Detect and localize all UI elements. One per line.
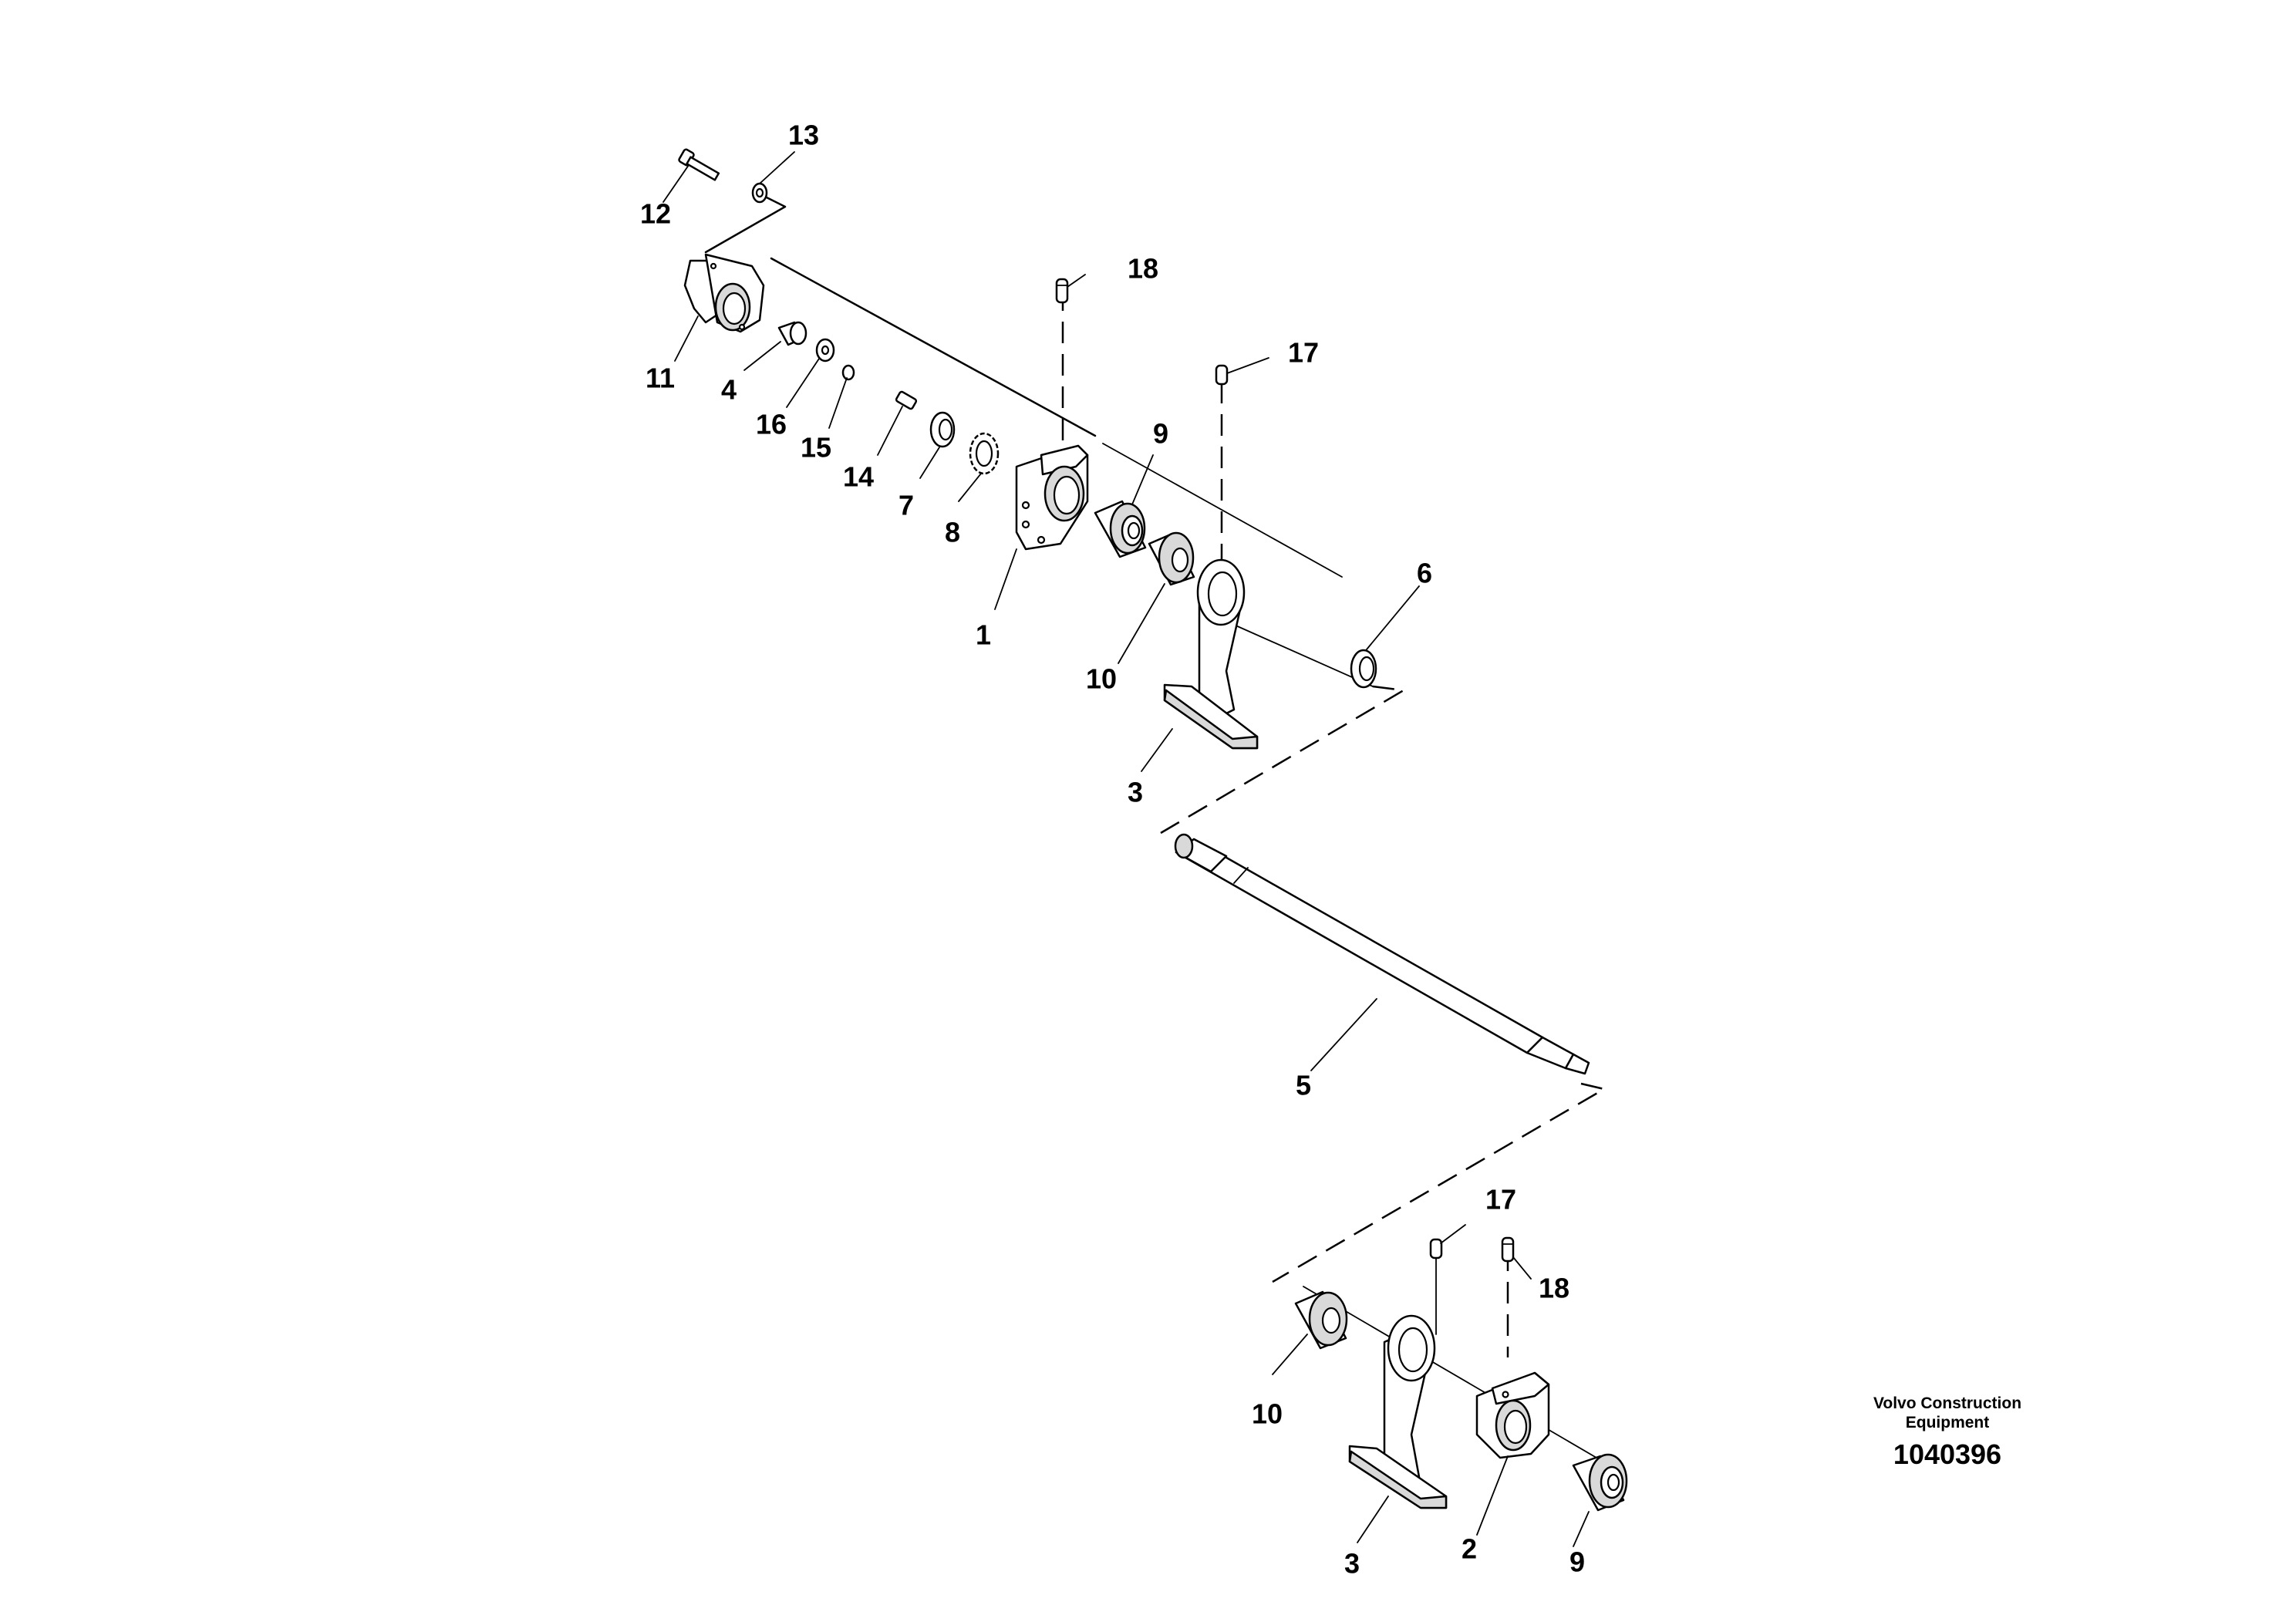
- part-6-ring: [1350, 649, 1377, 689]
- part-14-screw: [895, 390, 918, 410]
- callout-17-bottom: 17: [1485, 1184, 1516, 1216]
- callout-15: 15: [801, 432, 831, 464]
- callout-3-top: 3: [1128, 777, 1143, 808]
- callout-18-top: 18: [1128, 253, 1158, 285]
- callout-2: 2: [1462, 1533, 1477, 1565]
- callout-6: 6: [1417, 558, 1432, 589]
- part-3-lever-bottom: [1348, 1314, 1448, 1509]
- part-3-lever-top: [1163, 558, 1259, 750]
- part-10-bearing-top: [1148, 531, 1195, 586]
- part-18-pin-bottom: [1501, 1236, 1515, 1263]
- callout-9-bottom: 9: [1569, 1546, 1585, 1578]
- part-9-bearing-top: [1094, 500, 1147, 558]
- drawing-number: 1040396: [1893, 1438, 2001, 1470]
- part-13-washer: [751, 182, 768, 204]
- callout-11: 11: [646, 363, 675, 394]
- part-5-shaft: [1174, 833, 1590, 1075]
- part-4-bushing: [777, 321, 807, 346]
- part-12-bolt: [678, 148, 720, 181]
- callout-10-bottom: 10: [1252, 1398, 1283, 1430]
- callout-3-bottom: 3: [1344, 1548, 1360, 1580]
- callout-7: 7: [899, 490, 914, 521]
- callout-12: 12: [640, 198, 671, 230]
- part-2-bracket: [1475, 1371, 1550, 1459]
- callout-10-top: 10: [1086, 663, 1117, 695]
- assembly-center-lines: [704, 190, 1607, 1458]
- callout-4: 4: [721, 374, 737, 406]
- part-18-pin-top: [1055, 278, 1069, 304]
- callout-9-top: 9: [1153, 418, 1168, 450]
- part-17-pin-top: [1215, 364, 1229, 386]
- part-1-bracket: [1015, 444, 1089, 551]
- part-15-lock-washer: [841, 364, 855, 381]
- part-10-bearing-bottom: [1294, 1290, 1348, 1350]
- callout-1: 1: [976, 619, 991, 651]
- part-17-pin-bottom: [1429, 1238, 1443, 1259]
- part-16-washer: [815, 338, 835, 363]
- part-8-circlip: [969, 432, 1000, 475]
- part-11-housing: [683, 253, 765, 333]
- manufacturer-line-1: Volvo Construction: [1873, 1394, 2021, 1412]
- part-7-ring: [929, 411, 956, 448]
- callout-14: 14: [843, 461, 874, 493]
- manufacturer-line-2: Equipment: [1906, 1414, 1990, 1431]
- drawing-footer: Volvo Construction Equipment 1040396: [1873, 1394, 2021, 1470]
- callout-8: 8: [945, 517, 960, 548]
- callout-18-bottom: 18: [1539, 1273, 1569, 1304]
- callout-13: 13: [788, 120, 819, 151]
- callout-numbers: 12 13 11 4 16 15 14 7 8 1 9 10 3 6 5 18 …: [640, 120, 1585, 1580]
- callout-16: 16: [756, 409, 787, 440]
- part-9-bearing-bottom: [1572, 1453, 1628, 1512]
- callout-leaders: [663, 151, 1590, 1547]
- callout-5: 5: [1296, 1070, 1311, 1101]
- callout-17-top: 17: [1288, 337, 1319, 369]
